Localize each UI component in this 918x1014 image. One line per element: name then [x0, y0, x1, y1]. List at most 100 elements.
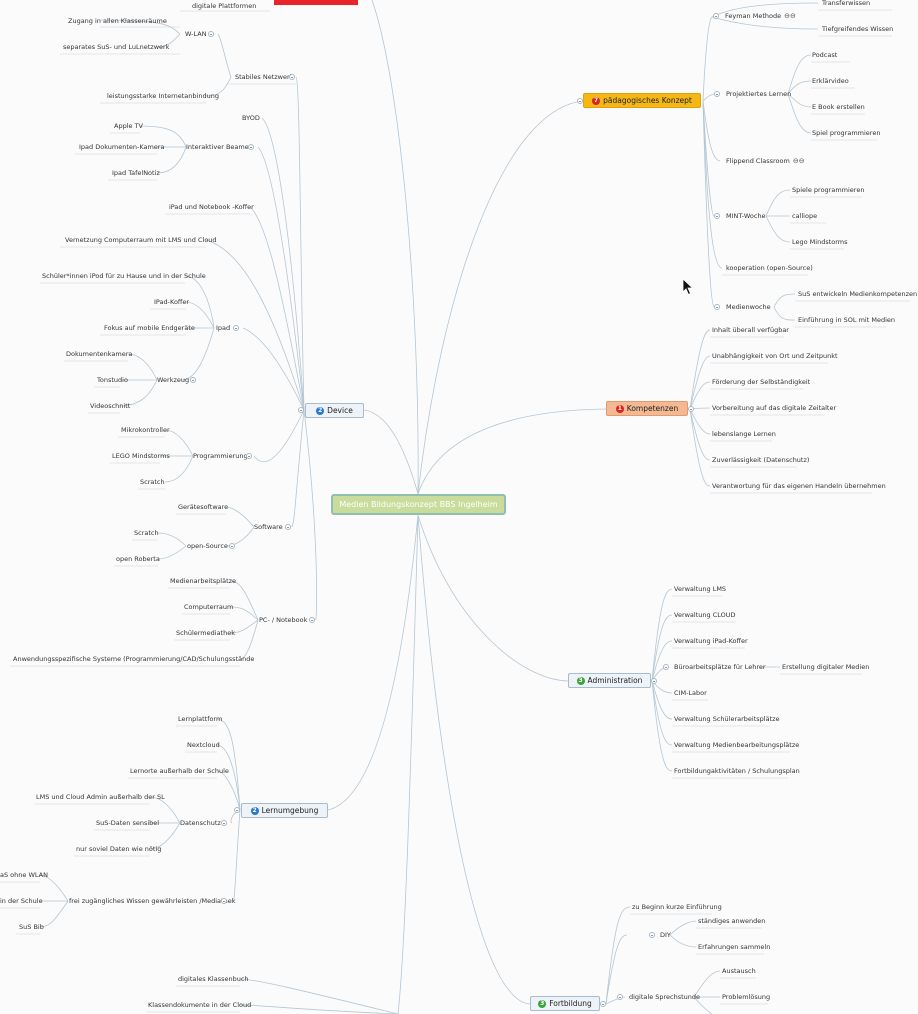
subtopic[interactable]: ständiges anwenden: [698, 917, 766, 925]
subtopic[interactable]: Verwaltung iPad-Koffer: [674, 637, 748, 645]
subtopic[interactable]: zu Beginn kurze Einführung: [632, 903, 722, 911]
subtopic[interactable]: Lernorte außerhalb der Schule: [130, 767, 229, 775]
subtopic[interactable]: iPad und Notebook -Koffer: [169, 203, 254, 211]
subtopic[interactable]: Klassendokumente in der Cloud: [148, 1001, 252, 1009]
subtopic[interactable]: LMS und Cloud Admin außerhalb der SL: [36, 793, 165, 801]
subtopic[interactable]: Schülermediathek: [176, 629, 235, 637]
subtopic[interactable]: Projektiertes Lernen: [726, 90, 792, 98]
subtopic[interactable]: Verwaltung LMS: [674, 585, 727, 593]
subtopic[interactable]: Schüler*innen iPod für zu Hause und in d…: [42, 272, 206, 280]
collapse-toggle-icon[interactable]: [285, 524, 291, 530]
collapse-toggle-icon[interactable]: [714, 91, 720, 97]
collapse-toggle-icon[interactable]: [289, 74, 295, 80]
subtopic[interactable]: Verantwortung für das eigenen Handeln üb…: [712, 482, 886, 490]
collapse-toggle-icon[interactable]: [246, 453, 252, 459]
collapse-toggle-icon[interactable]: [208, 31, 214, 37]
topic-administration[interactable]: 3 Administration: [568, 673, 651, 688]
subtopic[interactable]: Förderung der Selbständigkeit: [712, 378, 811, 386]
subtopic[interactable]: Einführung in SOL mit Medien: [798, 316, 895, 324]
link-icon[interactable]: ⊖⊖: [784, 12, 796, 20]
subtopic[interactable]: Dokumentenkamera: [66, 350, 133, 358]
topic-lernumgebung[interactable]: 2 Lernumgebung: [241, 803, 328, 818]
subtopic[interactable]: Datenschutz: [180, 819, 221, 827]
subtopic[interactable]: Spiel programmieren: [812, 129, 881, 137]
subtopic[interactable]: E Book erstellen: [812, 103, 865, 111]
subtopic[interactable]: Verwaltung Medienbearbeitungsplätze: [674, 741, 800, 749]
subtopic[interactable]: frei zugängliches Wissen gewährleisten /…: [69, 897, 236, 905]
topic-kompetenzen[interactable]: 1 Kompetenzen: [606, 401, 688, 416]
subtopic[interactable]: Erklärvideo: [812, 77, 849, 85]
subtopic[interactable]: Ipad TafelNotiz: [112, 169, 160, 177]
collapse-toggle-icon[interactable]: [248, 144, 254, 150]
subtopic[interactable]: Computerraum: [184, 603, 234, 611]
subtopic[interactable]: CIM-Labor: [674, 689, 707, 697]
subtopic[interactable]: Problemlösung: [722, 993, 771, 1001]
subtopic[interactable]: Gerätesoftware: [178, 503, 229, 511]
subtopic[interactable]: Inhalt überall verfügbar: [712, 326, 789, 334]
topic-fortbildung[interactable]: 3 Fortbildung: [530, 996, 600, 1011]
subtopic[interactable]: Lego Mindstorms: [792, 238, 848, 246]
link-icon[interactable]: ⊖⊖: [792, 157, 805, 165]
collapse-toggle-icon[interactable]: [600, 1001, 606, 1007]
collapse-toggle-icon[interactable]: [714, 304, 720, 310]
collapse-toggle-icon[interactable]: [234, 807, 240, 813]
subtopic[interactable]: open Roberta: [116, 555, 160, 563]
subtopic[interactable]: Podcast: [812, 51, 838, 59]
subtopic[interactable]: W-LAN: [185, 30, 207, 38]
collapse-toggle-icon[interactable]: [688, 406, 694, 412]
subtopic[interactable]: Erstellung digitaler Medien: [782, 663, 870, 671]
subtopic[interactable]: DIY: [660, 931, 671, 939]
subtopic[interactable]: Scratch: [134, 529, 159, 537]
collapse-toggle-icon[interactable]: [663, 664, 669, 670]
subtopic[interactable]: Zugang in allen Klassenräume: [68, 17, 167, 25]
subtopic[interactable]: Videoschnitt: [90, 402, 131, 410]
subtopic[interactable]: Transferwissen: [822, 0, 871, 7]
subtopic[interactable]: Verwaltung Schülerarbeitsplätze: [674, 715, 780, 723]
subtopic[interactable]: in der Schule: [0, 897, 43, 905]
partial-topic-red-bar[interactable]: [274, 0, 358, 5]
collapse-toggle-icon[interactable]: [714, 213, 720, 219]
central-topic[interactable]: Medien Bildungskonzept BBS Ingelheim: [331, 494, 506, 515]
subtopic[interactable]: Interaktiver Beamer: [186, 143, 252, 151]
subtopic[interactable]: Erfahrungen sammeln: [698, 943, 771, 951]
subtopic[interactable]: Spiele programmieren: [792, 186, 865, 194]
subtopic[interactable]: SuS Bib: [19, 923, 44, 931]
subtopic[interactable]: Anwendungsspezifische Systeme (Programmi…: [13, 655, 255, 663]
subtopic[interactable]: PC- / Notebook: [259, 616, 308, 624]
collapse-toggle-icon[interactable]: [577, 98, 583, 104]
subtopic[interactable]: Ipad: [216, 324, 231, 332]
subtopic[interactable]: Verwaltung CLOUD: [674, 611, 736, 619]
subtopic[interactable]: BYOD: [242, 114, 260, 122]
subtopic[interactable]: Tonstudio: [97, 376, 128, 384]
subtopic[interactable]: calliope: [792, 212, 818, 220]
collapse-toggle-icon[interactable]: [190, 377, 196, 383]
subtopic[interactable]: Vorbereitung auf das digitale Zeitalter: [712, 404, 837, 412]
subtopic[interactable]: Scratch: [140, 478, 165, 486]
collapse-toggle-icon[interactable]: [617, 994, 623, 1000]
subtopic[interactable]: Fortbildungaktivitäten / Schulungsplan: [674, 767, 800, 775]
collapse-toggle-icon[interactable]: [651, 678, 657, 684]
subtopic[interactable]: Werkzeug: [157, 376, 190, 384]
subtopic[interactable]: Ipad Dokumenten-Kamera: [79, 143, 165, 151]
subtopic[interactable]: IPad-Koffer: [154, 298, 190, 306]
collapse-toggle-icon[interactable]: [221, 898, 227, 904]
subtopic[interactable]: aS ohne WLAN: [0, 871, 48, 879]
subtopic[interactable]: Vernetzung Computerraum mit LMS und Clou…: [65, 236, 217, 244]
subtopic[interactable]: Zuverlässigkeit (Datenschutz): [712, 456, 810, 464]
subtopic[interactable]: Medienarbeitsplätze: [170, 577, 237, 585]
subtopic[interactable]: Feyman Methode⊖⊖: [725, 11, 796, 21]
topic-paedagogisches-konzept[interactable]: 7 pädagogisches Konzept: [583, 93, 701, 108]
subtopic[interactable]: Apple TV: [114, 122, 143, 130]
collapse-toggle-icon[interactable]: [229, 543, 235, 549]
subtopic[interactable]: Mikrokontroller: [121, 426, 170, 434]
subtopic[interactable]: kooperation (open-Source): [726, 264, 813, 272]
subtopic[interactable]: Lernplattform: [178, 715, 223, 723]
subtopic[interactable]: Programmierung: [193, 452, 248, 460]
subtopic[interactable]: Tiefgreifendes Wissen: [822, 25, 894, 33]
subtopic[interactable]: Unabhängigkeit von Ort und Zeitpunkt: [712, 352, 838, 360]
subtopic[interactable]: digitale Plattformen: [192, 2, 257, 10]
subtopic[interactable]: SuS-Daten sensibel: [96, 819, 160, 827]
collapse-toggle-icon[interactable]: [221, 820, 227, 826]
subtopic[interactable]: Austausch: [722, 967, 756, 975]
subtopic[interactable]: open-Source: [187, 542, 228, 550]
